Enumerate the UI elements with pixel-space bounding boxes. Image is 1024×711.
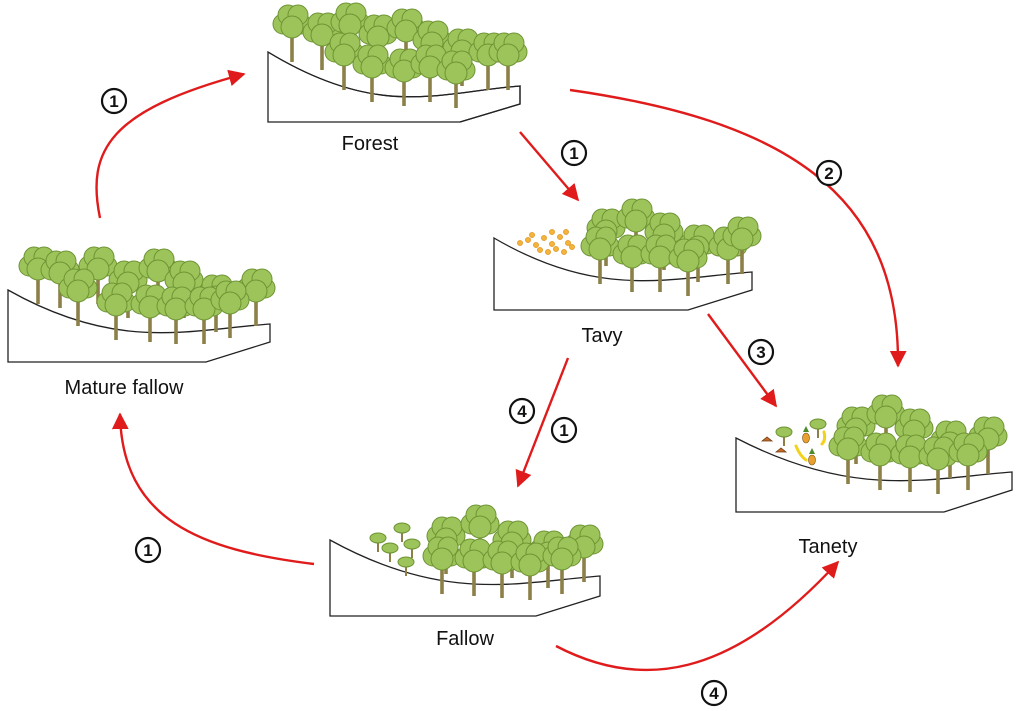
arrow-tavy-to-fallow <box>515 357 570 488</box>
arrow-fallow-to-tanety <box>555 560 840 672</box>
step-badges: 1 1 2 3 4 1 1 4 <box>100 87 843 707</box>
mature-fallow-scene: Mature fallow <box>7 246 276 399</box>
step-badge-text: 1 <box>109 92 118 111</box>
step-badge: 1 <box>100 87 128 115</box>
pineapple-icon <box>802 426 810 444</box>
tanety-terrain-block <box>735 436 1013 513</box>
step-badge-text: 4 <box>709 684 719 703</box>
tanety-crops <box>760 418 827 466</box>
fallow-terrain-block <box>329 538 601 617</box>
arrow-forest-to-tavy <box>519 131 580 202</box>
tanety-label: Tanety <box>799 536 858 558</box>
step-badge-text: 1 <box>559 421 568 440</box>
step-badge-text: 2 <box>824 164 833 183</box>
step-badge: 4 <box>700 679 728 707</box>
step-badge: 1 <box>550 416 578 444</box>
tavy-label: Tavy <box>581 325 622 347</box>
tavy-scene: Tavy <box>493 198 762 347</box>
arrow-fallow-to-mature-fallow <box>111 412 315 566</box>
step-badge-text: 4 <box>517 402 527 421</box>
arrow-mature-fallow-to-forest <box>95 69 246 219</box>
step-badge: 3 <box>747 338 775 366</box>
pineapple-icon <box>808 448 816 466</box>
forest-label: Forest <box>342 133 399 155</box>
mature-fallow-label: Mature fallow <box>65 377 184 399</box>
step-badge-text: 3 <box>756 343 765 362</box>
forest-scene: Forest <box>267 2 528 155</box>
burned-patch <box>517 229 575 255</box>
step-badge: 2 <box>815 159 843 187</box>
step-badge-text: 1 <box>143 541 152 560</box>
step-badge-text: 1 <box>569 144 578 163</box>
fallow-label: Fallow <box>436 628 494 650</box>
step-badge: 4 <box>508 397 536 425</box>
arrow-tavy-to-tanety <box>707 313 777 408</box>
step-badge: 1 <box>134 536 162 564</box>
banana-icon <box>820 430 827 446</box>
arrow-forest-to-tanety <box>569 88 907 368</box>
step-badge: 1 <box>560 139 588 167</box>
banana-icon <box>794 444 808 462</box>
arrows <box>95 69 907 672</box>
tanety-scene: Tanety <box>735 394 1013 558</box>
fallow-scene: Fallow <box>329 504 604 650</box>
